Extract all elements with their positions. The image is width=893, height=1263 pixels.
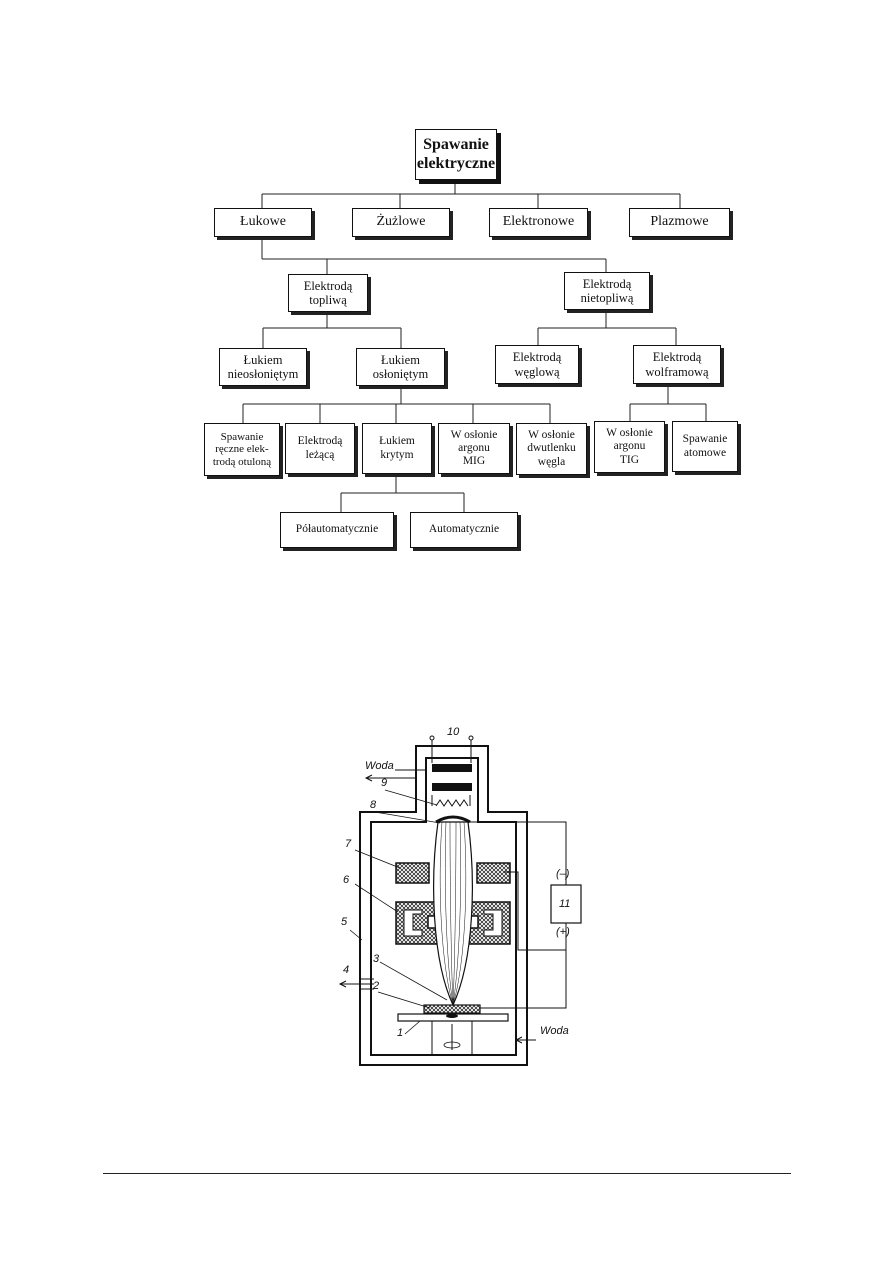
cathode-plate-top: [432, 764, 472, 772]
focusing-coil-right: [476, 862, 511, 884]
node-lukiem-krytym: Łukiem krytym: [362, 423, 432, 474]
label-10: 10: [447, 726, 460, 738]
label-1: 1: [397, 1027, 403, 1039]
label-4: 4: [343, 964, 349, 976]
node-elektroda-nietopliwa-label: Elektrodą nietopliwą: [580, 276, 634, 305]
node-plazmowe: Plazmowe: [629, 208, 730, 237]
label-minus: (–): [556, 868, 570, 880]
electron-beam-device-diagram: 10 9 8 7 6 5 3 4 2 1 11 (–) (+) Woda Wod…: [338, 726, 582, 1066]
node-zuzlowe-label: Żużlowe: [376, 214, 426, 230]
node-lukiem-oslonietym-label: Łukiem osłoniętym: [372, 352, 429, 381]
terminal-left: [429, 735, 435, 741]
label-11: 11: [559, 898, 570, 910]
node-dwutlenek-wegla: W osłonie dwutlenku węgla: [516, 423, 587, 475]
node-dwutlenek-wegla-label: W osłonie dwutlenku węgla: [527, 429, 576, 468]
label-8: 8: [370, 799, 377, 811]
deflection-coil-left: [395, 901, 438, 945]
node-lukiem-krytym-label: Łukiem krytym: [379, 435, 415, 461]
label-9: 9: [381, 777, 387, 789]
label-3: 3: [373, 953, 380, 965]
node-elektroda-lezaca-label: Elektrodą leżącą: [297, 435, 343, 461]
node-spawanie-atomowe-label: Spawanie atomowe: [682, 433, 728, 459]
node-mig: W osłonie argonu MIG: [438, 423, 510, 474]
label-7: 7: [345, 838, 352, 850]
label-water-top: Woda: [365, 760, 394, 772]
node-elektroda-wolframowa: Elektrodą wolframową: [633, 345, 721, 384]
node-automatycznie: Automatycznie: [410, 512, 518, 548]
node-elektroda-lezaca: Elektrodą leżącą: [285, 423, 355, 474]
filament: [435, 799, 469, 807]
node-polautomatycznie-label: Półautomatycznie: [295, 523, 379, 536]
label-2: 2: [372, 980, 379, 992]
node-elektroda-weglowa-label: Elektrodą węglową: [512, 350, 562, 379]
node-tig-label: W osłonie argonu TIG: [606, 427, 653, 466]
node-automatycznie-label: Automatycznie: [428, 523, 500, 536]
node-lukowe: Łukowe: [214, 208, 312, 237]
tree-root-node: Spawanie elektryczne: [415, 129, 497, 180]
footer-rule: [103, 1173, 791, 1174]
deflection-coil-right: [468, 901, 511, 945]
inner-housing: [370, 757, 517, 1056]
node-elektroda-weglowa: Elektrodą węglową: [495, 345, 579, 384]
node-elektronowe-label: Elektronowe: [502, 214, 575, 230]
label-plus: (+): [556, 926, 570, 938]
anode: [435, 815, 471, 824]
label-6: 6: [343, 874, 350, 886]
node-lukowe-label: Łukowe: [240, 214, 286, 230]
node-lukiem-nieoslonietym: Łukiem nieosłoniętym: [219, 348, 307, 386]
workpiece: [423, 1004, 481, 1014]
terminal-right: [468, 735, 474, 741]
node-polautomatycznie: Półautomatycznie: [280, 512, 394, 548]
node-zuzlowe: Żużlowe: [352, 208, 450, 237]
node-elektroda-nietopliwa: Elektrodą nietopliwą: [564, 272, 650, 310]
node-spawanie-reczne-label: Spawanie ręczne elek- trodą otuloną: [212, 430, 272, 468]
node-elektroda-topliwa: Elektrodą topliwą: [288, 274, 368, 312]
node-mig-label: W osłonie argonu MIG: [450, 428, 498, 468]
tree-root-label: Spawanie elektryczne: [416, 136, 496, 172]
label-5: 5: [341, 916, 348, 928]
power-supply: [550, 884, 582, 924]
electron-beam: [433, 821, 473, 1007]
node-spawanie-atomowe: Spawanie atomowe: [672, 421, 738, 472]
node-lukiem-oslonietym: Łukiem osłoniętym: [356, 348, 445, 386]
label-water-bottom: Woda: [540, 1025, 569, 1037]
node-spawanie-reczne: Spawanie ręczne elek- trodą otuloną: [204, 423, 280, 476]
node-plazmowe-label: Plazmowe: [650, 214, 709, 230]
tree-connectors: [242, 180, 707, 512]
node-elektroda-wolframowa-label: Elektrodą wolframową: [645, 350, 709, 379]
node-elektronowe: Elektronowe: [489, 208, 588, 237]
focusing-coil-left: [395, 862, 430, 884]
outer-housing: [359, 745, 528, 1066]
node-tig: W osłonie argonu TIG: [594, 421, 665, 473]
cathode-plate-bottom: [432, 783, 472, 791]
node-lukiem-nieoslonietym-label: Łukiem nieosłoniętym: [227, 352, 299, 381]
node-elektroda-topliwa-label: Elektrodą topliwą: [303, 278, 353, 307]
